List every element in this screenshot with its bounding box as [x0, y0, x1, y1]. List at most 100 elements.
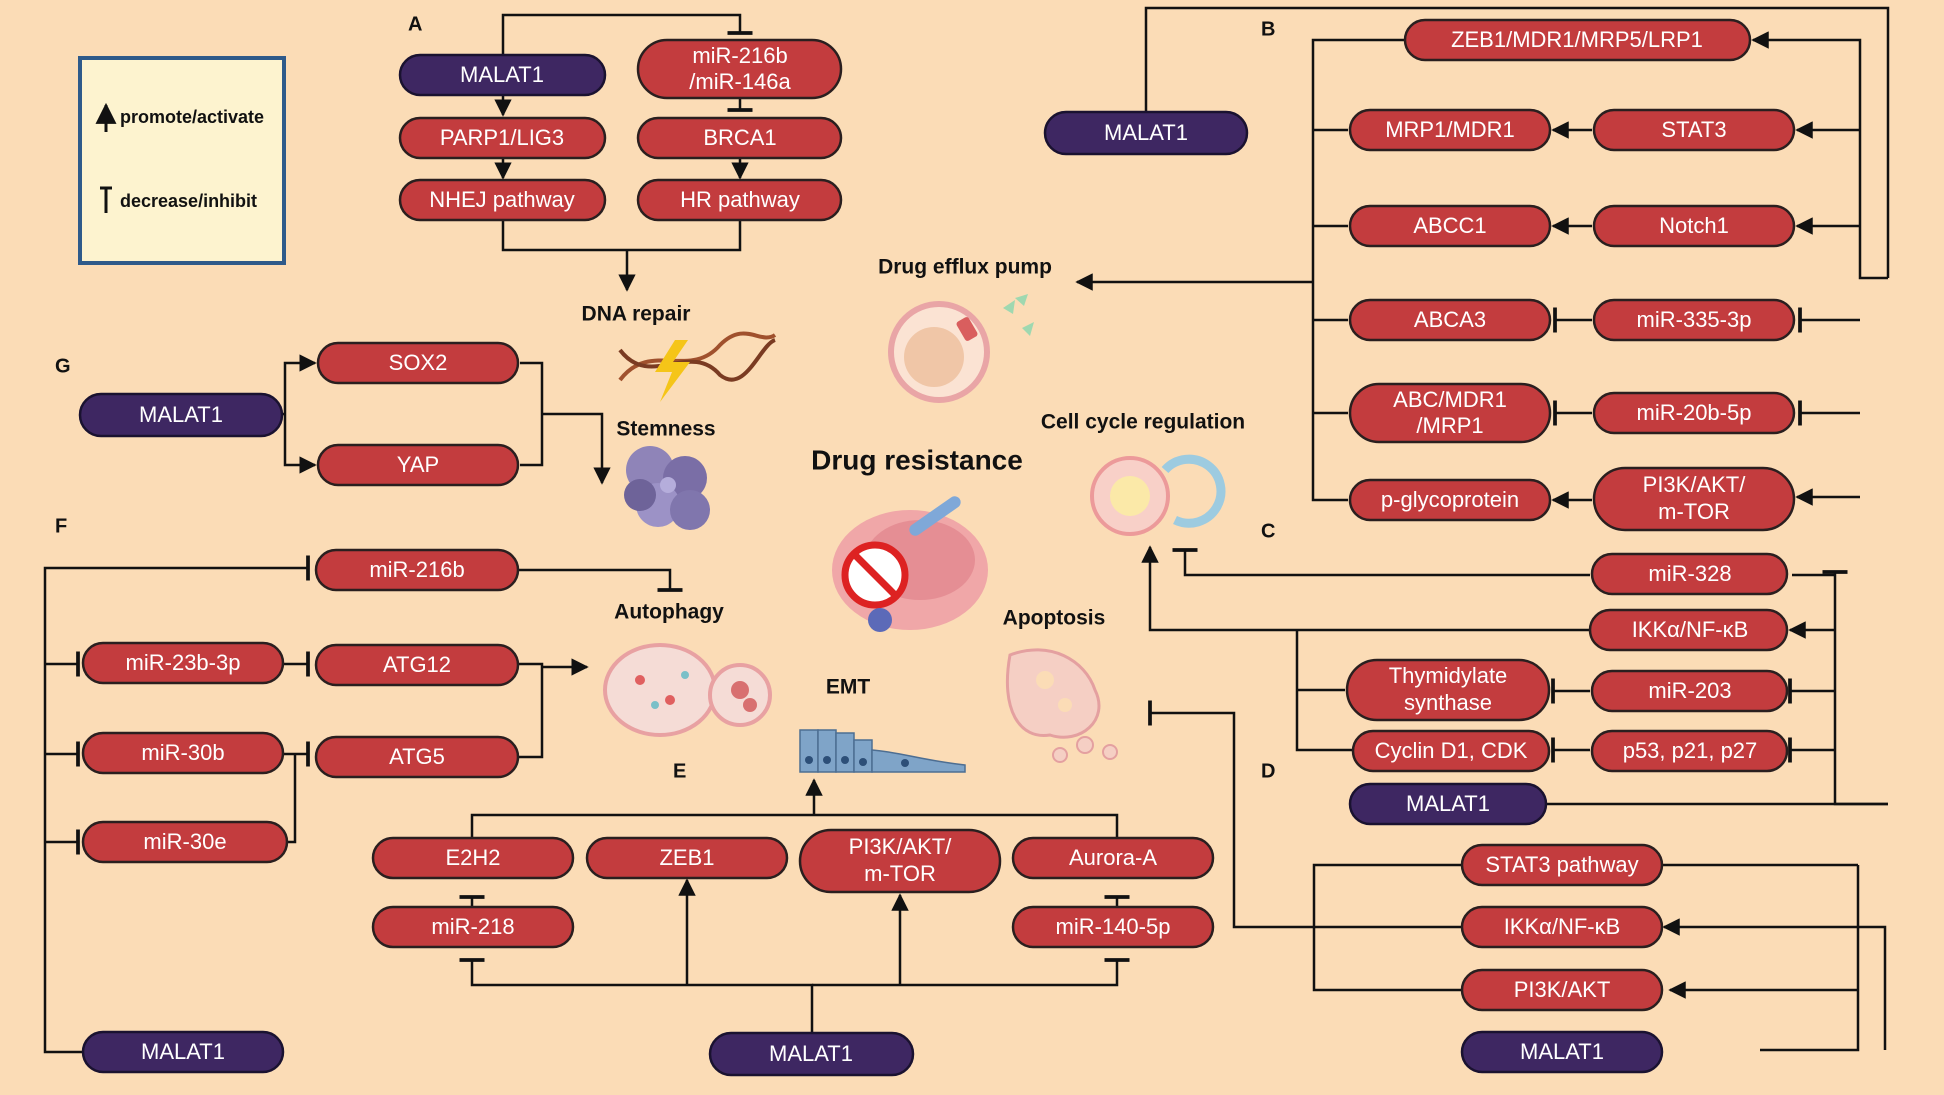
node-a-brca1: BRCA1	[636, 116, 843, 160]
svg-text:E2H2: E2H2	[445, 845, 500, 870]
node-e-mir140-5p: miR-140-5p	[1011, 905, 1215, 949]
svg-text:MALAT1: MALAT1	[460, 62, 544, 87]
node-f-mir30b: miR-30b	[81, 731, 285, 775]
svg-text:Notch1: Notch1	[1659, 213, 1729, 238]
drug-efflux-label: Drug efflux pump	[878, 256, 1052, 279]
node-a-nhej-pathway: NHEJ pathway	[398, 178, 607, 222]
panel-d: STAT3 pathway IKKα/NF-κB PI3K/AKT MALAT1	[1460, 843, 1664, 1074]
node-b-notch1: Notch1	[1592, 204, 1796, 248]
svg-text:Cyclin D1, CDK: Cyclin D1, CDK	[1375, 738, 1528, 763]
svg-text:YAP: YAP	[397, 452, 439, 477]
legend-box	[78, 56, 286, 265]
svg-text:BRCA1: BRCA1	[703, 125, 776, 150]
node-d-ikk-nfkb: IKKα/NF-κB	[1460, 905, 1664, 949]
svg-text:m-TOR: m-TOR	[864, 861, 936, 886]
node-a-parp1-lig3: PARP1/LIG3	[398, 116, 607, 160]
cell-cycle-icon	[1090, 454, 1226, 536]
svg-text:ABCC1: ABCC1	[1413, 213, 1486, 238]
legend-promote-text: promote/activate	[120, 107, 264, 127]
stem-cells-icon	[624, 446, 710, 530]
node-b-p-glycoprotein: p-glycoprotein	[1348, 478, 1552, 522]
svg-text:miR-218: miR-218	[431, 914, 514, 939]
svg-text:ZEB1/MDR1/MRP5/LRP1: ZEB1/MDR1/MRP5/LRP1	[1451, 27, 1703, 52]
svg-text:miR-203: miR-203	[1648, 678, 1731, 703]
svg-text:miR-30b: miR-30b	[141, 740, 224, 765]
panel-c: miR-328 IKKα/NF-κB Thymidylate synthase …	[1345, 552, 1789, 826]
svg-text:MALAT1: MALAT1	[139, 402, 223, 427]
svg-text:/MRP1: /MRP1	[1416, 413, 1483, 438]
svg-text:Thymidylate: Thymidylate	[1389, 663, 1508, 688]
svg-text:ATG5: ATG5	[389, 744, 445, 769]
svg-text:IKKα/NF-κB: IKKα/NF-κB	[1632, 617, 1749, 642]
node-a-malat1: MALAT1	[398, 53, 607, 97]
node-g-malat1: MALAT1	[78, 392, 284, 438]
panel-g: MALAT1 SOX2 YAP	[78, 341, 520, 487]
svg-text:ABC/MDR1: ABC/MDR1	[1393, 387, 1507, 412]
svg-text:m-TOR: m-TOR	[1658, 499, 1730, 524]
node-c-cyclin-d1-cdk: Cyclin D1, CDK	[1351, 729, 1551, 773]
node-c-thymidylate-synthase: Thymidylate synthase	[1345, 658, 1551, 722]
autophagy-label: Autophagy	[614, 601, 724, 624]
autophagy-icon	[603, 643, 772, 737]
node-a-mir216b-mir146a: miR-216b /miR-146a	[636, 38, 843, 100]
svg-text:PI3K/AKT/: PI3K/AKT/	[849, 834, 953, 859]
emt-icon	[799, 729, 966, 773]
svg-text:STAT3: STAT3	[1661, 117, 1726, 142]
svg-text:miR-20b-5p: miR-20b-5p	[1637, 400, 1752, 425]
svg-text:MALAT1: MALAT1	[1104, 120, 1188, 145]
svg-text:ATG12: ATG12	[383, 652, 451, 677]
svg-text:MALAT1: MALAT1	[769, 1041, 853, 1066]
svg-text:HR pathway: HR pathway	[680, 187, 800, 212]
node-g-sox2: SOX2	[316, 341, 520, 385]
svg-text:NHEJ pathway: NHEJ pathway	[429, 187, 575, 212]
node-e-zeb1: ZEB1	[585, 836, 789, 880]
illustrations	[603, 294, 1226, 773]
node-f-mir30e: miR-30e	[81, 820, 289, 864]
svg-text:miR-23b-3p: miR-23b-3p	[126, 650, 241, 675]
svg-text:miR-335-3p: miR-335-3p	[1637, 307, 1752, 332]
svg-text:ZEB1: ZEB1	[659, 845, 714, 870]
panel-letter-f: F	[55, 515, 67, 537]
svg-text:MALAT1: MALAT1	[1406, 791, 1490, 816]
node-b-zeb1-mdr1-mrp5-lrp1: ZEB1/MDR1/MRP5/LRP1	[1403, 18, 1752, 62]
legend: promote/activate decrease/inhibit	[78, 56, 286, 265]
svg-text:PI3K/AKT/: PI3K/AKT/	[1643, 472, 1747, 497]
panel-e: E2H2 ZEB1 PI3K/AKT/ m-TOR Aurora-A miR-2…	[371, 828, 1215, 1077]
node-d-malat1: MALAT1	[1460, 1030, 1664, 1074]
node-c-mir203: miR-203	[1590, 669, 1789, 713]
svg-text:MALAT1: MALAT1	[1520, 1039, 1604, 1064]
node-b-abca3: ABCA3	[1348, 298, 1552, 342]
node-b-stat3: STAT3	[1592, 108, 1796, 152]
svg-text:STAT3 pathway: STAT3 pathway	[1485, 852, 1638, 877]
stemness-label: Stemness	[616, 418, 715, 441]
svg-text:miR-30e: miR-30e	[143, 829, 226, 854]
svg-text:miR-328: miR-328	[1648, 561, 1731, 586]
node-g-yap: YAP	[316, 443, 520, 487]
panel-a: MALAT1 miR-216b /miR-146a PARP1/LIG3 BRC…	[398, 38, 843, 222]
node-c-mir328: miR-328	[1590, 552, 1789, 596]
node-d-stat3-pathway: STAT3 pathway	[1460, 843, 1664, 887]
panel-letter-e: E	[673, 760, 686, 782]
svg-text:miR-216b: miR-216b	[692, 43, 787, 68]
node-a-hr-pathway: HR pathway	[636, 178, 843, 222]
node-b-mir335-3p: miR-335-3p	[1592, 298, 1796, 342]
panel-letter-b: B	[1261, 18, 1275, 40]
panel-letter-g: G	[55, 355, 71, 377]
panel-f: miR-216b miR-23b-3p ATG12 miR-30b ATG5 m…	[81, 548, 520, 1074]
node-e-aurora-a: Aurora-A	[1011, 836, 1215, 880]
drug-resistance-icon	[832, 496, 988, 632]
node-e-e2h2: E2H2	[371, 836, 575, 880]
node-f-malat1: MALAT1	[81, 1030, 285, 1074]
node-f-atg5: ATG5	[314, 735, 520, 779]
node-b-pi3k-akt-mtor: PI3K/AKT/ m-TOR	[1592, 466, 1796, 532]
apoptosis-icon	[1005, 648, 1118, 763]
node-b-abc-mdr1-mrp1: ABC/MDR1 /MRP1	[1348, 382, 1552, 444]
svg-text:p-glycoprotein: p-glycoprotein	[1381, 487, 1519, 512]
panel-b: MALAT1 ZEB1/MDR1/MRP5/LRP1 MRP1/MDR1 STA…	[1043, 18, 1796, 532]
node-b-mrp1-mdr1: MRP1/MDR1	[1348, 108, 1552, 152]
svg-text:MALAT1: MALAT1	[141, 1039, 225, 1064]
node-f-mir216b: miR-216b	[314, 548, 520, 592]
panel-letter-c: C	[1261, 520, 1275, 542]
emt-label: EMT	[826, 676, 871, 699]
